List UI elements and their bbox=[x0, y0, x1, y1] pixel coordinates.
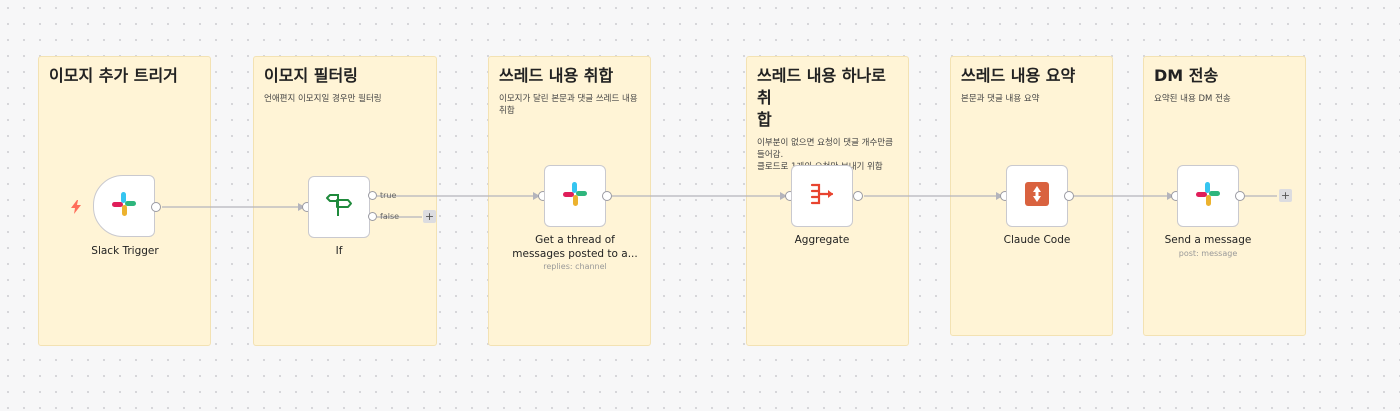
add-node-button[interactable]: + bbox=[423, 210, 436, 223]
node-sublabel: post: message bbox=[1178, 249, 1238, 258]
sticky-title: 쓰레드 내용 하나로 취 합 bbox=[757, 66, 886, 129]
node-label: Slack Trigger bbox=[91, 245, 159, 257]
claude-code-icon bbox=[1024, 181, 1050, 211]
node-label: Claude Code bbox=[1003, 234, 1071, 246]
sticky-description: 이모지가 달린 본문과 댓글 쓰레드 내용 취합 bbox=[499, 94, 638, 116]
node-label: If bbox=[335, 245, 343, 257]
sticky-title: 이모지 추가 트리거 bbox=[49, 66, 178, 85]
add-node-button[interactable]: + bbox=[1279, 189, 1292, 202]
node-label: Aggregate bbox=[794, 234, 850, 246]
get-thread-node[interactable] bbox=[544, 165, 606, 227]
claude-code-node[interactable] bbox=[1006, 165, 1068, 227]
output-port[interactable] bbox=[1064, 191, 1074, 201]
sticky-emoji-filter[interactable]: 이모지 필터링 언애편지 이모지일 경우만 필터링 bbox=[253, 56, 437, 346]
slack-icon bbox=[561, 180, 589, 212]
sticky-title: 이모지 필터링 bbox=[264, 66, 358, 85]
aggregate-icon bbox=[809, 182, 835, 210]
output-port[interactable] bbox=[151, 202, 161, 212]
slack-trigger-node[interactable] bbox=[93, 175, 155, 237]
node-sublabel: replies: channel bbox=[543, 262, 607, 271]
aggregate-node[interactable] bbox=[791, 165, 853, 227]
output-port[interactable] bbox=[853, 191, 863, 201]
send-message-node[interactable] bbox=[1177, 165, 1239, 227]
output-port[interactable] bbox=[602, 191, 612, 201]
output-port-true[interactable] bbox=[368, 191, 377, 200]
sticky-title: 쓰레드 내용 요약 bbox=[961, 66, 1076, 85]
sticky-emoji-trigger[interactable]: 이모지 추가 트리거 bbox=[38, 56, 211, 346]
signpost-icon bbox=[325, 192, 353, 222]
sticky-description: 언애편지 이모지일 경우만 필터링 bbox=[264, 94, 382, 104]
output-port[interactable] bbox=[1235, 191, 1245, 201]
output-port-false[interactable] bbox=[368, 212, 377, 221]
slack-icon bbox=[110, 190, 138, 222]
branch-label-true: true bbox=[380, 191, 397, 200]
slack-icon bbox=[1194, 180, 1222, 212]
sticky-title: 쓰레드 내용 취합 bbox=[499, 66, 614, 85]
sticky-title: DM 전송 bbox=[1154, 66, 1219, 85]
branch-label-false: false bbox=[380, 212, 400, 221]
node-label: Get a thread of messages posted to a... bbox=[512, 234, 638, 260]
lightning-icon bbox=[70, 199, 82, 218]
if-node[interactable] bbox=[308, 176, 370, 238]
node-label: Send a message bbox=[1164, 234, 1252, 246]
sticky-description: 본문과 댓글 내용 요약 bbox=[961, 94, 1040, 104]
sticky-description: 요약된 내용 DM 전송 bbox=[1154, 94, 1231, 104]
